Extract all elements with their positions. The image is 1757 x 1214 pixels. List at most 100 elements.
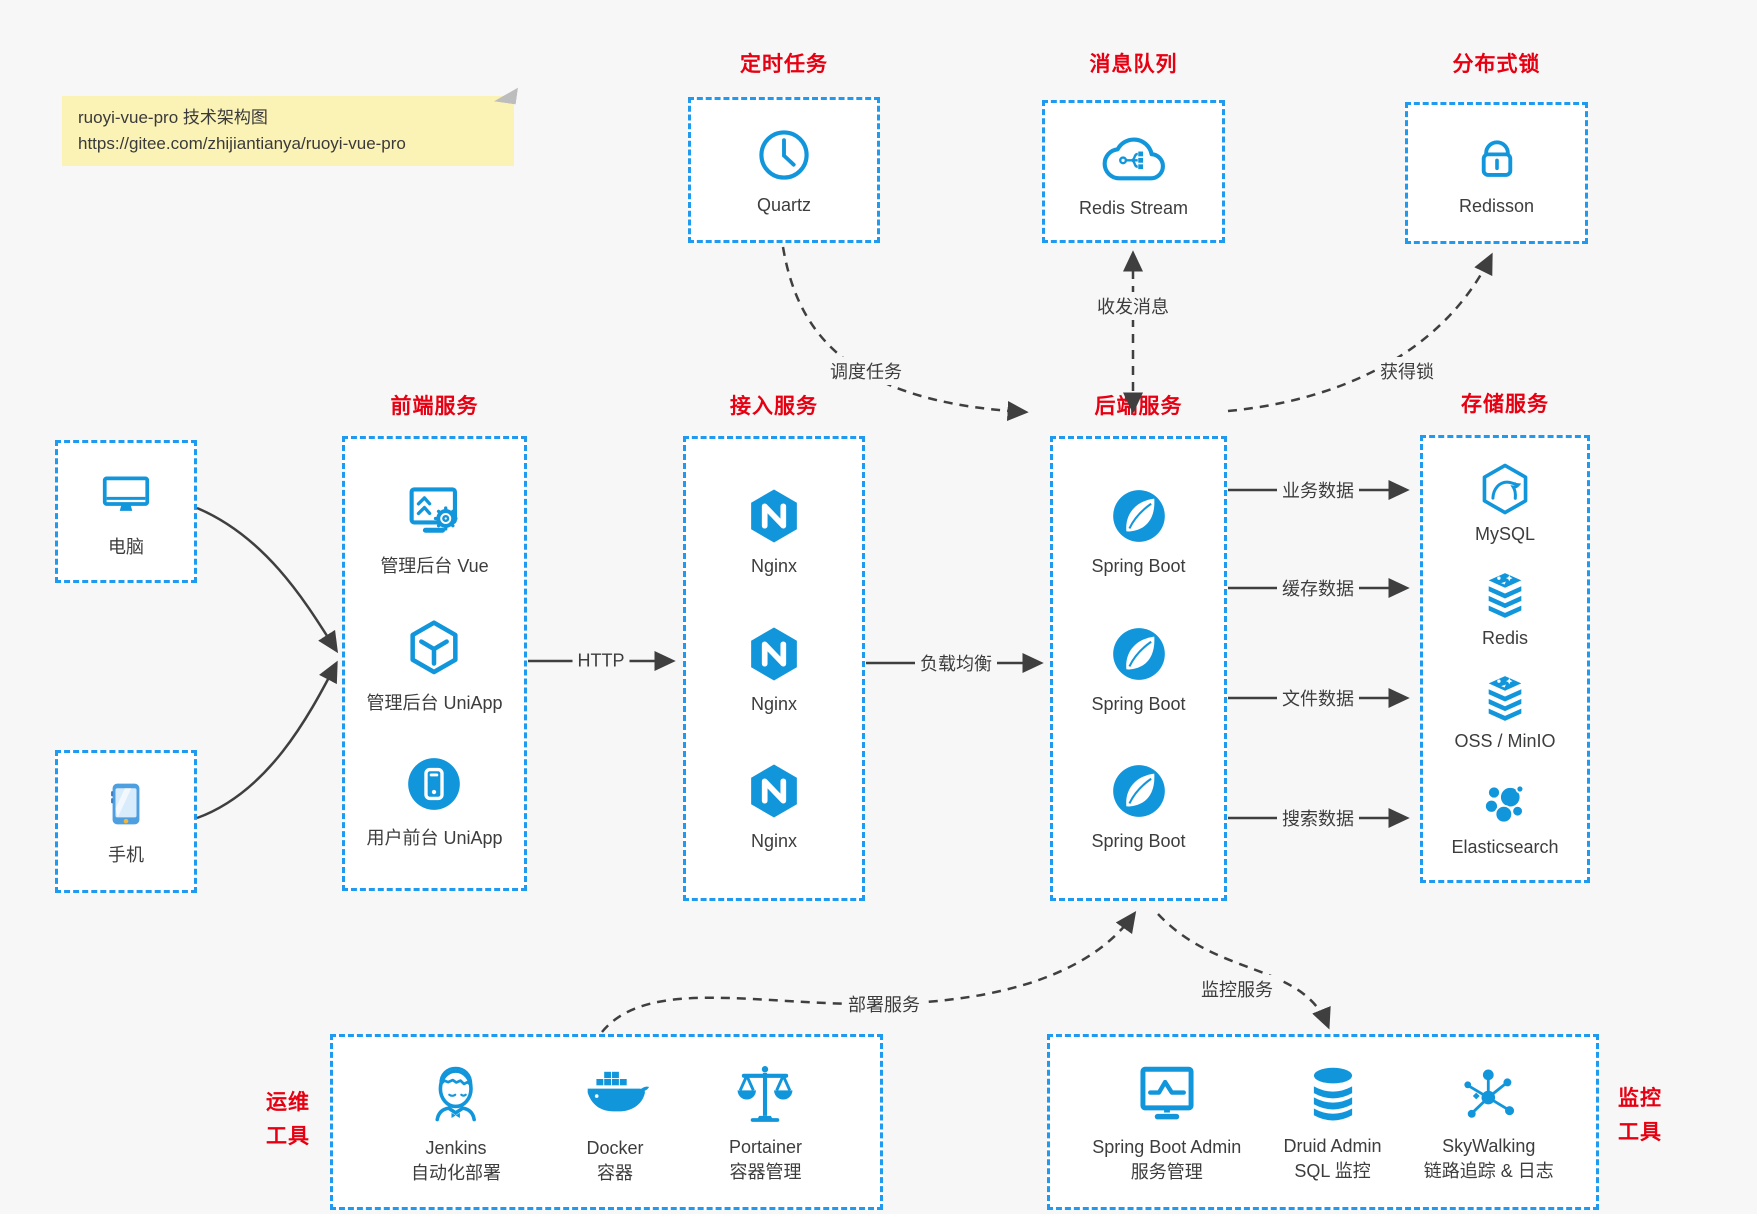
edge-label-acquire-lock: 获得锁	[1375, 357, 1439, 385]
docker-node: Docker 容器	[579, 1058, 651, 1186]
column-title: 后端服务	[1094, 395, 1183, 418]
uniapp-cube-icon	[402, 616, 466, 680]
elasticsearch-icon	[1477, 775, 1533, 831]
note-url: https://gitee.com/zhijiantianya/ruoyi-vu…	[78, 134, 406, 153]
monitor-tools-title: 监控 工具	[1604, 1082, 1676, 1150]
node-label: Redisson	[1458, 196, 1535, 216]
edge-label-business-data: 业务数据	[1277, 476, 1359, 504]
group-title: 消息队列	[1089, 53, 1178, 76]
node-label: Spring Boot	[1091, 831, 1186, 852]
node-label: SkyWalking	[1442, 1136, 1536, 1156]
group-monitor-tools: Spring Boot Admin 服务管理 Druid Admin SQL 监…	[1047, 1034, 1599, 1210]
sticky-note: ruoyi-vue-pro 技术架构图 https://gitee.com/zh…	[62, 96, 514, 166]
node-label: Portainer	[728, 1137, 802, 1157]
node-label: 管理后台 Vue	[380, 556, 489, 576]
spring-boot-icon	[1108, 623, 1170, 685]
group-distributed-lock: 分布式锁 Redisson	[1405, 52, 1588, 244]
redis-stream-node: Redis Stream	[1042, 100, 1225, 243]
title-line: 工具	[1618, 1121, 1662, 1144]
nginx-icon	[743, 760, 805, 822]
edge-label-schedule: 调度任务	[825, 357, 907, 385]
edge-label-deploy: 部署服务	[843, 990, 925, 1018]
group-ops-tools: Jenkins 自动化部署 Docker 容器 Portainer 容器管理	[330, 1034, 883, 1210]
nginx-node: Nginx	[743, 623, 805, 715]
spring-boot-node: Spring Boot	[1091, 760, 1186, 852]
edge-label-message: 收发消息	[1092, 292, 1174, 320]
column-title: 前端服务	[390, 395, 479, 418]
redis-node: Redis	[1477, 568, 1533, 649]
redis-stack-icon	[1477, 568, 1533, 622]
node-label: Docker	[586, 1138, 644, 1158]
cloud-message-icon	[1100, 125, 1168, 189]
skywalking-node: SkyWalking 链路追踪 & 日志	[1424, 1060, 1554, 1184]
node-sublabel: 服务管理	[1130, 1162, 1203, 1182]
edge-label-cache-data: 缓存数据	[1277, 574, 1359, 602]
edge-label-load-balance: 负载均衡	[915, 649, 997, 677]
note-title: ruoyi-vue-pro 技术架构图	[78, 108, 268, 127]
node-label: Nginx	[750, 555, 798, 576]
node-sublabel: 容器管理	[729, 1162, 802, 1182]
note-fold-corner	[494, 85, 518, 105]
elasticsearch-node: Elasticsearch	[1451, 775, 1559, 858]
column-title: 存储服务	[1461, 393, 1549, 416]
group-scheduled-tasks: 定时任务 Quartz	[688, 52, 880, 243]
group-title: 分布式锁	[1452, 53, 1541, 76]
spring-boot-icon	[1108, 485, 1170, 547]
node-label: Elasticsearch	[1451, 836, 1559, 857]
spring-boot-node: Spring Boot	[1091, 623, 1186, 715]
node-label: Quartz	[756, 195, 812, 215]
column-storage-services: 存储服务 MySQL Redis OSS / MinIO Elasticsear…	[1420, 392, 1590, 883]
smartphone-icon	[98, 776, 154, 832]
spring-boot-node: Spring Boot	[1091, 485, 1186, 577]
node-label: Spring Boot	[1091, 555, 1186, 576]
nginx-icon	[743, 485, 805, 547]
edge-label-monitor: 监控服务	[1196, 975, 1278, 1003]
spring-boot-admin-node: Spring Boot Admin 服务管理	[1092, 1059, 1241, 1185]
nginx-node: Nginx	[743, 485, 805, 577]
druid-admin-node: Druid Admin SQL 监控	[1284, 1060, 1382, 1184]
title-line: 运维	[266, 1091, 310, 1114]
title-line: 工具	[266, 1125, 310, 1148]
docker-icon	[579, 1058, 651, 1130]
node-label: Nginx	[750, 693, 798, 714]
clock-icon	[753, 124, 815, 186]
redisson-node: Redisson	[1405, 102, 1588, 244]
group-message-queue: 消息队列 Redis Stream	[1042, 52, 1225, 243]
node-label: Spring Boot Admin	[1092, 1137, 1242, 1157]
node-label: Redis Stream	[1078, 197, 1189, 218]
admin-vue-node: 管理后台 Vue	[380, 477, 489, 578]
admin-vue-icon	[402, 477, 468, 543]
node-sublabel: 自动化部署	[410, 1163, 501, 1183]
jenkins-node: Jenkins 自动化部署	[411, 1058, 501, 1186]
mysql-node: MySQL	[1475, 460, 1535, 545]
desktop-icon	[96, 464, 156, 524]
lock-icon	[1468, 129, 1526, 187]
column-frontend-services: 前端服务 管理后台 Vue 管理后台 UniApp 用户前台 UniApp	[342, 394, 527, 891]
client-smartphone: 手机	[55, 750, 197, 893]
user-app-node: 用户前台 UniApp	[366, 753, 503, 850]
nginx-icon	[743, 623, 805, 685]
edge-label-search-data: 搜索数据	[1277, 804, 1359, 832]
admin-uniapp-node: 管理后台 UniApp	[366, 616, 503, 715]
node-sublabel: 链路追踪 & 日志	[1423, 1161, 1554, 1181]
oss-stack-icon	[1477, 671, 1533, 725]
node-label: Spring Boot	[1091, 693, 1186, 714]
group-title: 定时任务	[740, 53, 828, 76]
spring-boot-icon	[1108, 760, 1170, 822]
skywalking-icon	[1455, 1060, 1523, 1128]
title-line: 监控	[1618, 1087, 1662, 1110]
node-label: MySQL	[1474, 524, 1535, 545]
nginx-node: Nginx	[743, 760, 805, 852]
node-label: Nginx	[750, 831, 798, 852]
oss-minio-node: OSS / MinIO	[1454, 671, 1556, 752]
spring-boot-admin-icon	[1132, 1059, 1202, 1129]
column-backend-services: 后端服务 Spring Boot Spring Boot Spring Boot	[1050, 394, 1227, 901]
client-desktop: 电脑	[55, 440, 197, 583]
node-label: 电脑	[108, 537, 144, 557]
column-title: 接入服务	[730, 395, 818, 418]
druid-icon	[1299, 1060, 1367, 1128]
portainer-icon	[730, 1059, 800, 1129]
node-label: 用户前台 UniApp	[366, 828, 503, 848]
node-sublabel: 容器	[596, 1163, 633, 1183]
